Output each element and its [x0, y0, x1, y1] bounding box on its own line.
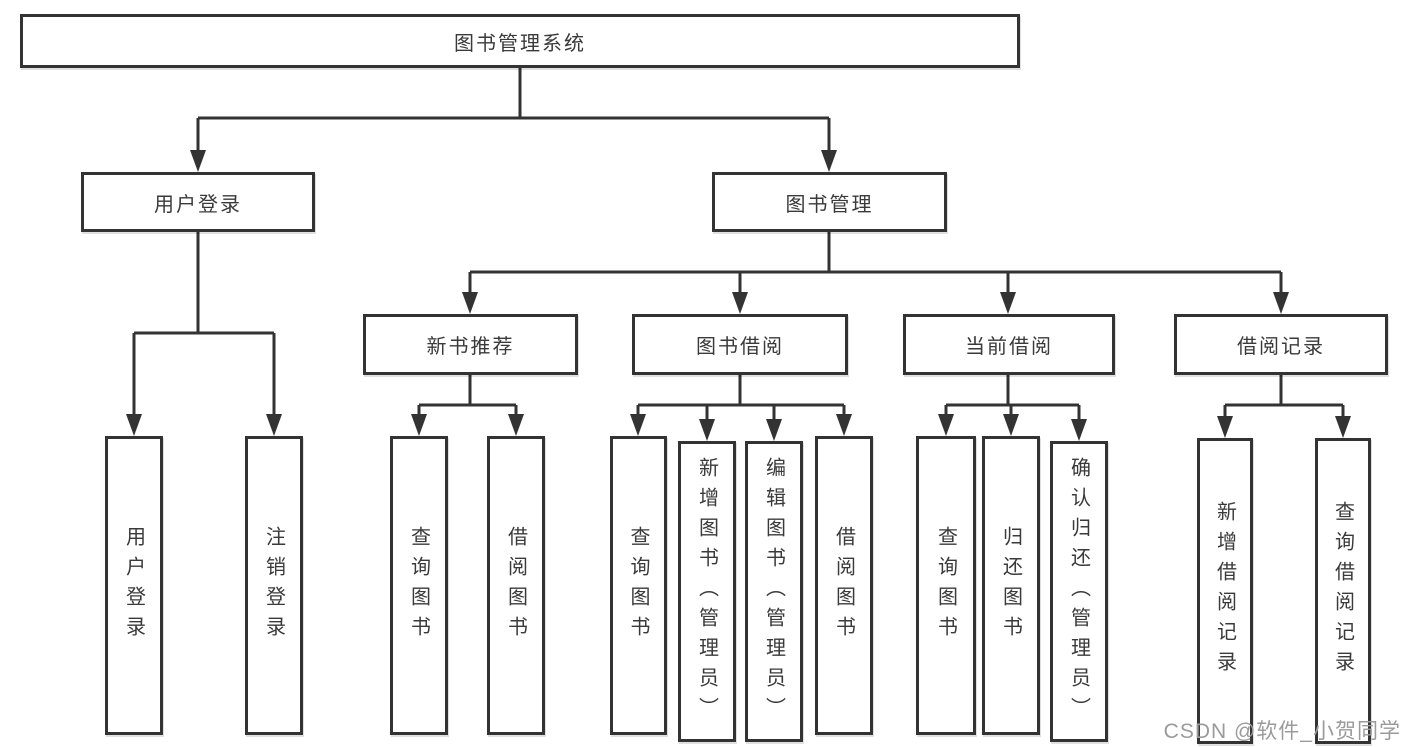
node-user-login: 用户登录 [81, 172, 315, 232]
node-leaf-newbook-borrow-label: 借阅图书 [504, 525, 527, 646]
node-leaf-logout: 注销登录 [245, 436, 303, 735]
arrowhead-icon [1000, 292, 1016, 314]
edge-userlogin-to-leaves [132, 232, 276, 416]
node-leaf-return-book-label: 归还图书 [999, 525, 1022, 646]
node-leaf-confirm-return-admin-label: 确认归还（管理员） [1067, 456, 1090, 727]
node-leaf-borrow-query-label: 查询图书 [627, 525, 649, 646]
arrowhead-icon [766, 419, 782, 441]
edge-currentborrow-to-leaves [944, 375, 1081, 421]
arrowhead-icon [190, 150, 206, 172]
watermark: CSDN @软件_小贺同学 [1163, 720, 1401, 743]
arrowhead-icon [411, 414, 427, 436]
node-leaf-query-borrow-record-label: 查询借阅记录 [1331, 501, 1354, 681]
arrowhead-icon [732, 292, 748, 314]
arrowhead-icon [630, 414, 646, 436]
arrowhead-icon [1217, 416, 1233, 438]
node-leaf-newbook-query-label: 查询图书 [407, 525, 430, 646]
node-leaf-newbook-query: 查询图书 [390, 436, 448, 735]
node-new-book-recommend: 新书推荐 [363, 314, 578, 375]
node-leaf-logout-label: 注销登录 [262, 525, 285, 646]
arrowhead-icon [508, 414, 524, 436]
node-book-management: 图书管理 [712, 172, 947, 232]
node-leaf-borrow-book: 借阅图书 [815, 436, 873, 735]
node-borrow-records: 借阅记录 [1174, 314, 1388, 375]
arrowhead-icon [938, 414, 954, 436]
arrowhead-icon [1273, 292, 1289, 314]
edge-newbookrec-to-leaves [417, 375, 518, 416]
edge-borrowrecords-to-leaves [1223, 375, 1345, 418]
node-book-borrow: 图书借阅 [632, 314, 848, 375]
node-root: 图书管理系统 [20, 14, 1020, 68]
edge-bookmgmt-to-level3 [468, 232, 1283, 294]
node-book-management-label: 图书管理 [785, 193, 874, 216]
arrowhead-icon [1335, 416, 1351, 438]
node-leaf-user-login-label: 用户登录 [122, 525, 145, 646]
node-user-login-label: 用户登录 [154, 193, 242, 216]
node-leaf-add-book-admin-label: 新增图书（管理员） [695, 456, 718, 727]
node-leaf-return-book: 归还图书 [982, 436, 1040, 735]
node-leaf-add-borrow-record: 新增借阅记录 [1197, 438, 1253, 744]
arrowhead-icon [821, 150, 837, 172]
node-leaf-add-book-admin: 新增图书（管理员） [678, 441, 736, 742]
edge-root-to-level2 [196, 68, 831, 152]
node-book-borrow-label: 图书借阅 [696, 336, 784, 358]
node-leaf-edit-book-admin-label: 编辑图书（管理员） [762, 456, 785, 727]
node-new-book-recommend-label: 新书推荐 [426, 336, 515, 358]
arrowhead-icon [836, 414, 852, 436]
node-leaf-borrow-query: 查询图书 [610, 436, 667, 735]
arrowhead-icon [1003, 414, 1019, 436]
node-leaf-edit-book-admin: 编辑图书（管理员） [745, 441, 803, 742]
node-leaf-borrow-book-label: 借阅图书 [832, 525, 855, 646]
node-leaf-current-query-label: 查询图书 [934, 525, 957, 646]
arrowhead-icon [1071, 419, 1087, 441]
node-root-label: 图书管理系统 [454, 32, 586, 55]
arrowhead-icon [266, 414, 282, 436]
node-current-borrow-label: 当前借阅 [965, 336, 1053, 358]
arrowhead-icon [699, 419, 715, 441]
arrowhead-icon [126, 414, 142, 436]
node-current-borrow: 当前借阅 [903, 314, 1115, 375]
arrowhead-icon [462, 292, 478, 314]
node-borrow-records-label: 借阅记录 [1237, 336, 1325, 358]
edge-bookborrow-to-leaves [636, 375, 846, 421]
node-leaf-user-login: 用户登录 [105, 436, 163, 735]
node-leaf-newbook-borrow: 借阅图书 [487, 436, 545, 735]
node-leaf-confirm-return-admin: 确认归还（管理员） [1050, 441, 1108, 742]
node-leaf-query-borrow-record: 查询借阅记录 [1315, 438, 1371, 744]
node-leaf-current-query: 查询图书 [916, 436, 976, 735]
node-leaf-add-borrow-record-label: 新增借阅记录 [1213, 501, 1236, 681]
